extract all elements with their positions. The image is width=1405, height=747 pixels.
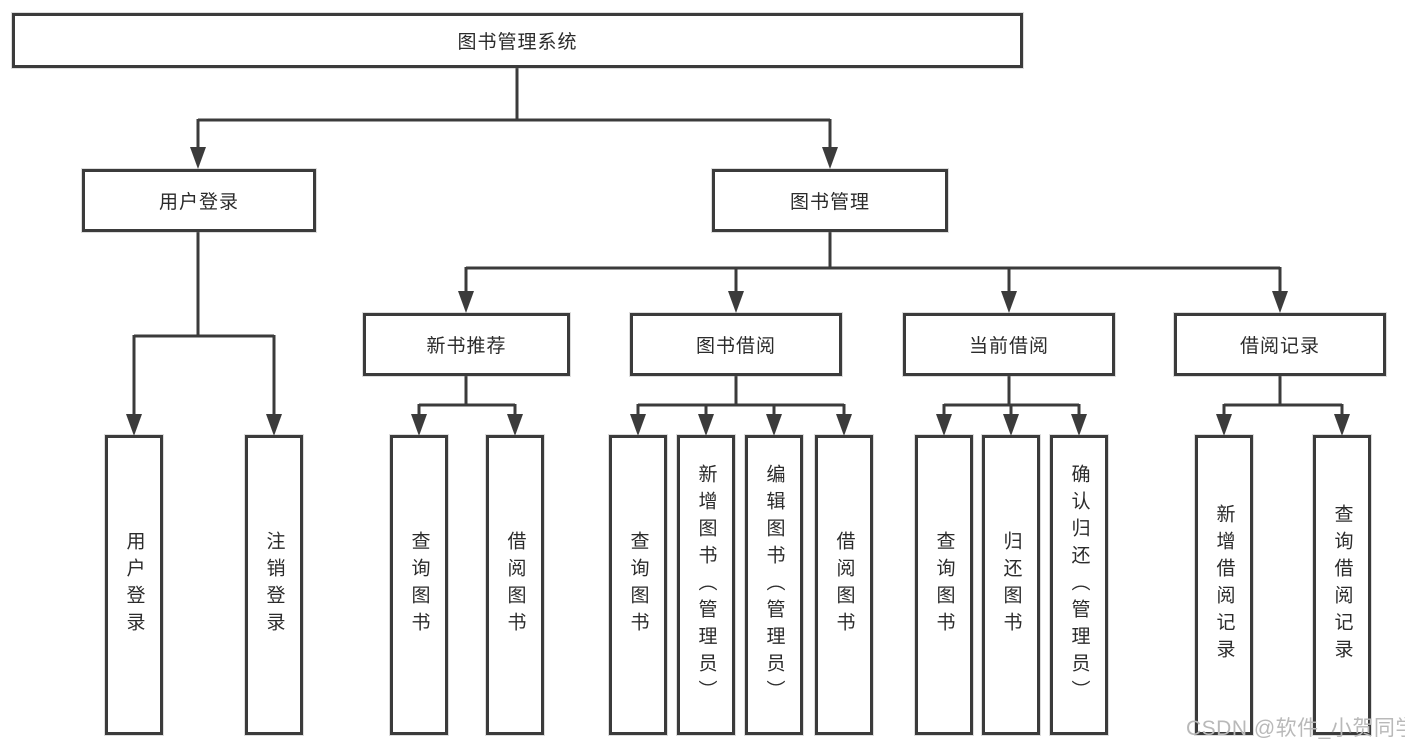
node-book-borrow: 图书借阅 xyxy=(630,313,842,376)
node-library-management-system: 图书管理系统 xyxy=(12,13,1023,68)
leaf-borrow-books-recommend: 借阅图书 xyxy=(486,435,544,735)
arrowheads xyxy=(126,147,1350,436)
leaf-edit-book-admin: 编辑图书（管理员） xyxy=(745,435,803,735)
leaf-label: 借阅图书 xyxy=(504,531,526,639)
node-label: 图书管理系统 xyxy=(457,32,578,53)
leaf-confirm-return-admin: 确认归还（管理员） xyxy=(1050,435,1108,735)
leaf-query-books-borrow: 查询图书 xyxy=(609,435,667,735)
leaf-user-login: 用户登录 xyxy=(105,435,163,735)
node-book-management: 图书管理 xyxy=(712,169,948,232)
node-user-login: 用户登录 xyxy=(82,169,316,232)
leaf-label: 注销登录 xyxy=(263,531,285,639)
leaf-label: 查询图书 xyxy=(408,531,430,639)
leaf-add-book-admin: 新增图书（管理员） xyxy=(677,435,735,735)
leaf-label: 查询图书 xyxy=(627,531,649,639)
leaf-label: 新增图书（管理员） xyxy=(695,463,717,707)
leaf-label: 新增借阅记录 xyxy=(1213,504,1235,666)
node-current-borrow: 当前借阅 xyxy=(903,313,1115,376)
leaf-label: 归还图书 xyxy=(1000,531,1022,639)
leaf-query-books-current: 查询图书 xyxy=(915,435,973,735)
leaf-label: 确认归还（管理员） xyxy=(1068,463,1090,707)
leaf-query-borrow-record: 查询借阅记录 xyxy=(1313,435,1371,735)
leaf-logout: 注销登录 xyxy=(245,435,303,735)
node-label: 用户登录 xyxy=(158,192,239,213)
leaf-label: 编辑图书（管理员） xyxy=(763,463,785,707)
node-new-book-recommend: 新书推荐 xyxy=(363,313,570,376)
leaf-label: 查询借阅记录 xyxy=(1331,504,1353,666)
node-label: 当前借阅 xyxy=(968,336,1049,357)
leaf-borrow-books: 借阅图书 xyxy=(815,435,873,735)
csdn-watermark: CSDN @软件_小贺同学 xyxy=(1186,717,1405,740)
leaf-query-books-recommend: 查询图书 xyxy=(390,435,448,735)
leaf-label: 用户登录 xyxy=(123,531,145,639)
node-borrow-record: 借阅记录 xyxy=(1174,313,1386,376)
leaf-label: 查询图书 xyxy=(933,531,955,639)
node-label: 新书推荐 xyxy=(426,336,507,357)
node-label: 借阅记录 xyxy=(1239,336,1320,357)
leaf-add-borrow-record: 新增借阅记录 xyxy=(1195,435,1253,735)
leaf-label: 借阅图书 xyxy=(833,531,855,639)
leaf-return-book: 归还图书 xyxy=(982,435,1040,735)
node-label: 图书管理 xyxy=(789,192,870,213)
node-label: 图书借阅 xyxy=(695,336,776,357)
